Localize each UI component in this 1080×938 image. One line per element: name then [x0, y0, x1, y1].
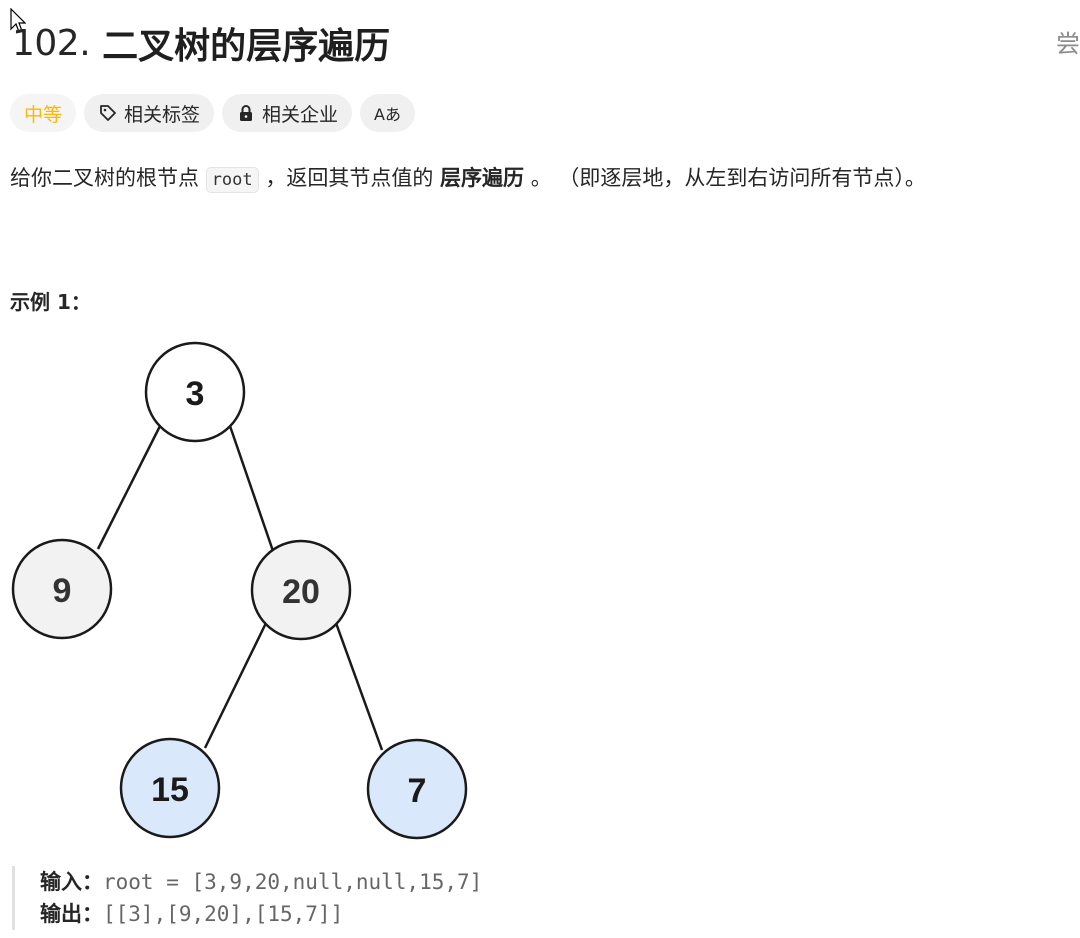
output-value: [[3],[9,20],[15,7]]	[103, 902, 344, 926]
input-label: 输入：	[40, 870, 103, 894]
tree-node: 9	[11, 538, 113, 640]
related-companies-button[interactable]: 相关企业	[222, 94, 353, 132]
input-line: 输入：root = [3,9,20,null,null,15,7]	[40, 866, 482, 898]
problem-title: 102. 二叉树的层序遍历	[12, 16, 390, 70]
binary-tree-diagram: 3 9 20 15 7	[11, 341, 468, 840]
tree-node: 20	[250, 539, 352, 641]
tree-node-label: 15	[151, 771, 189, 809]
difficulty-badge: 中等	[10, 94, 77, 132]
example-io-block: 输入：root = [3,9,20,null,null,15,7] 输出：[[3…	[12, 866, 482, 930]
edge-3-9	[96, 425, 162, 550]
edge-3-20	[228, 425, 275, 552]
output-label: 输出：	[40, 902, 103, 926]
tree-node-label: 9	[53, 572, 72, 610]
edge-20-15	[203, 622, 268, 749]
tree-node: 7	[366, 738, 468, 840]
edge-20-7	[334, 622, 384, 751]
input-value: root = [3,9,20,null,null,15,7]	[103, 870, 483, 894]
related-companies-label: 相关企业	[262, 103, 339, 126]
problem-description: 给你二叉树的根节点 root ，返回其节点值的 层序遍历 。 （即逐层地，从左到…	[10, 158, 926, 200]
description-text-2: ，返回其节点值的	[265, 166, 434, 190]
description-bold: 层序遍历	[440, 166, 525, 190]
output-line: 输出：[[3],[9,20],[15,7]]	[40, 898, 482, 930]
related-tags-label: 相关标签	[124, 103, 201, 126]
tag-icon	[100, 105, 116, 121]
tree-node-label: 20	[282, 573, 320, 611]
description-text-1: 给你二叉树的根节点	[10, 166, 199, 190]
mouse-cursor-icon	[10, 8, 26, 33]
side-label[interactable]: 尝	[1056, 30, 1080, 58]
tree-node-label: 7	[408, 772, 427, 810]
inline-code-root: root	[205, 167, 259, 193]
tag-bar: 中等 相关标签 相关企业 Aあ	[10, 94, 415, 132]
related-tags-button[interactable]: 相关标签	[84, 94, 215, 132]
tree-node-label: 3	[186, 375, 205, 413]
translate-button[interactable]: Aあ	[360, 94, 415, 132]
lock-icon	[240, 105, 253, 121]
tree-node: 3	[144, 341, 246, 443]
problem-title-text: 二叉树的层序遍历	[102, 26, 391, 67]
example-heading: 示例 1：	[10, 290, 91, 314]
tree-node: 15	[119, 737, 221, 839]
translate-icon: Aあ	[374, 105, 401, 124]
problem-number: 102.	[12, 22, 91, 64]
description-text-3: 。 （即逐层地，从左到右访问所有节点）。	[530, 166, 926, 190]
